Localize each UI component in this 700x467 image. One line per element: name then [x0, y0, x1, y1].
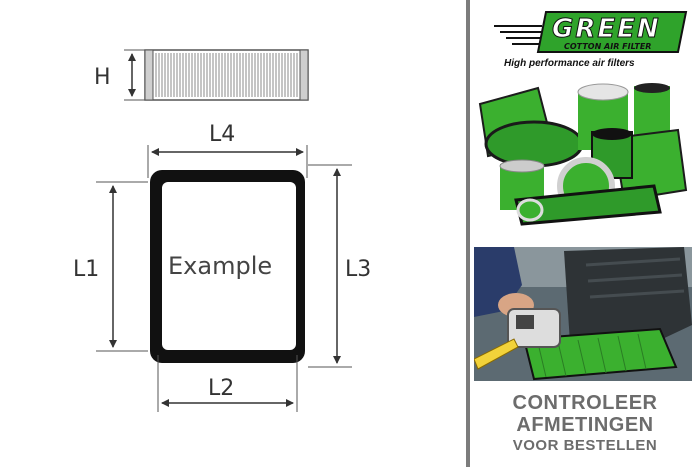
cta-line-2: AFMETINGEN	[516, 414, 654, 436]
example-label: Example	[168, 252, 272, 280]
l2-label: L2	[208, 376, 234, 401]
l1-label: L1	[73, 257, 99, 282]
filter-products-photo	[474, 82, 692, 228]
l4-label: L4	[209, 122, 235, 147]
cta-line-3: VOOR BESTELLEN	[512, 437, 658, 454]
logo-tagline: High performance air filters	[504, 58, 635, 69]
cta-line-1: CONTROLEER	[512, 392, 658, 414]
check-dimensions-notice: CONTROLEER AFMETINGEN VOOR BESTELLEN	[470, 392, 700, 456]
green-logo: GREEN COTTON AIR FILTER	[494, 11, 688, 53]
brand-panel: GREEN COTTON AIR FILTER High performance…	[470, 0, 700, 467]
filter-top-view	[150, 170, 305, 363]
l3-label: L3	[345, 257, 371, 282]
measuring-filter-photo	[474, 247, 692, 381]
logo-subtitle: COTTON AIR FILTER	[564, 42, 651, 51]
panel-divider	[466, 0, 470, 467]
filter-dimension-diagram: H Example L4 L1 L2 L3	[73, 49, 371, 412]
height-label: H	[94, 65, 111, 90]
filter-side-view	[144, 49, 309, 101]
logo-word: GREEN	[552, 14, 661, 44]
